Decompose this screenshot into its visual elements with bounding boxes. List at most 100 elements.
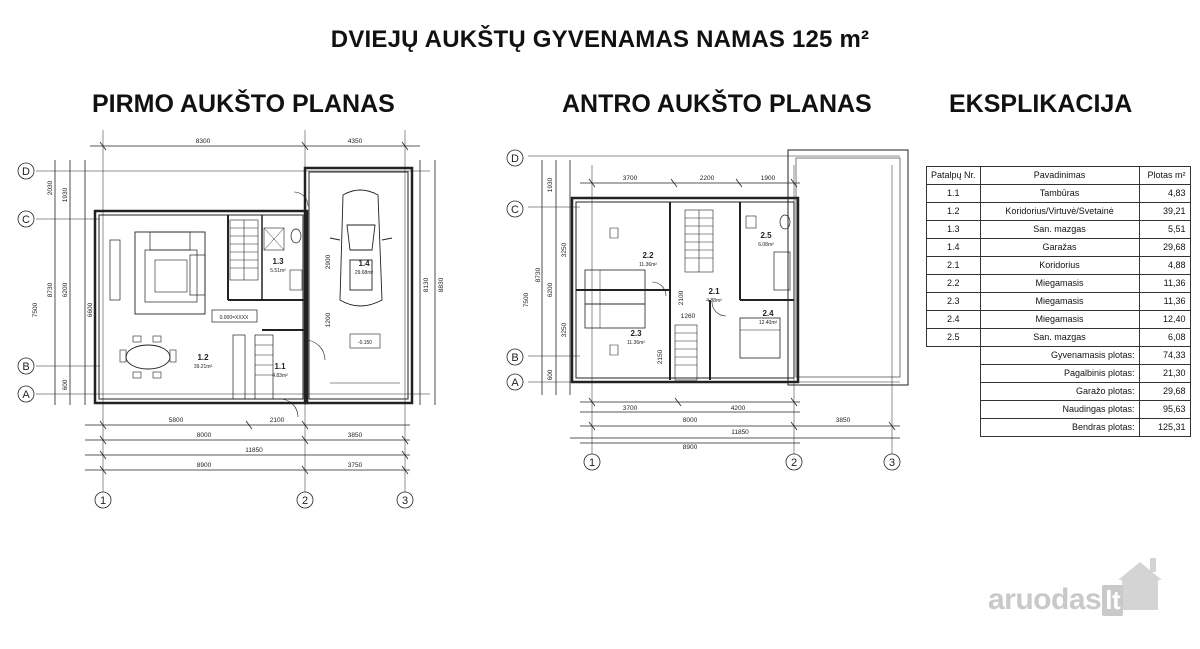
total-row: Naudingas plotas:95,63 xyxy=(927,400,1191,419)
room-name-cell: San. mazgas xyxy=(979,220,1140,239)
header-cell: Patalpų Nr. xyxy=(926,166,981,185)
dim-label: 7500 xyxy=(32,302,39,317)
room-area-cell: 39,21 xyxy=(1138,202,1191,221)
axis-label-c: C xyxy=(511,204,519,216)
axis-label-a: A xyxy=(511,377,519,389)
total-label-cell: Garažo plotas: xyxy=(979,382,1140,401)
blank-cell xyxy=(927,401,981,419)
room-number-cell: 1.2 xyxy=(926,202,981,221)
axis-label-3: 3 xyxy=(889,457,895,469)
dim-label: 8830 xyxy=(438,277,445,292)
house-logo-icon xyxy=(1118,558,1162,610)
room-number-cell: 1.4 xyxy=(926,238,981,257)
total-label-cell: Pagalbinis plotas: xyxy=(979,364,1140,383)
dim-label: 3750 xyxy=(348,462,363,469)
room-number-cell: 2.5 xyxy=(926,328,981,347)
axis-label-b: B xyxy=(511,352,518,364)
dim-label: 2100 xyxy=(270,417,285,424)
room-name-cell: Miegamasis xyxy=(979,274,1140,293)
total-row: Pagalbinis plotas:21,30 xyxy=(927,364,1191,383)
axis-label-a: A xyxy=(22,389,30,401)
dim-label: 8130 xyxy=(423,277,430,292)
total-label-cell: Bendras plotas: xyxy=(979,418,1140,437)
room-number: 2.1 xyxy=(708,287,720,296)
axis-label-3: 3 xyxy=(402,495,408,507)
room-area: 11.36m² xyxy=(627,340,645,346)
blank-cell xyxy=(927,347,981,365)
dim-label: 4200 xyxy=(731,405,746,412)
room-number: 2.4 xyxy=(762,309,774,318)
total-value-cell: 21,30 xyxy=(1138,364,1191,383)
room-number: 2.3 xyxy=(630,329,642,338)
dim-label: 4350 xyxy=(348,138,363,145)
dim-label: 1930 xyxy=(547,177,554,192)
dim-label: 8730 xyxy=(535,267,542,282)
room-name-cell: Miegamasis xyxy=(979,310,1140,329)
room-number: 1.2 xyxy=(197,353,209,362)
dim-label: 600 xyxy=(547,369,554,380)
total-value-cell: 74,33 xyxy=(1138,346,1191,365)
dim-label: 8730 xyxy=(47,282,54,297)
room-number-cell: 2.4 xyxy=(926,310,981,329)
room-name-cell: Tambūras xyxy=(979,184,1140,203)
axis-markers xyxy=(17,149,901,509)
first-floor-plan xyxy=(36,130,436,492)
axis-label-d: D xyxy=(511,153,519,165)
room-area: 11.36m² xyxy=(639,262,657,268)
room-number-cell: 2.1 xyxy=(926,256,981,275)
blank-cell xyxy=(927,383,981,401)
total-value-cell: 125,31 xyxy=(1138,418,1191,437)
dim-label: 2100 xyxy=(678,290,685,305)
room-area: 39.21m² xyxy=(194,364,213,370)
room-number-cell: 1.1 xyxy=(926,184,981,203)
room-area: 4.83m² xyxy=(272,373,288,379)
dim-label: 3850 xyxy=(836,417,851,424)
axis-label-2: 2 xyxy=(791,457,797,469)
dim-label: 3700 xyxy=(623,175,638,182)
dim-label: 3700 xyxy=(623,405,638,412)
total-row: Garažo plotas:29,68 xyxy=(927,382,1191,401)
dim-label: 3250 xyxy=(561,322,568,337)
room-area-cell: 11,36 xyxy=(1138,292,1191,311)
explication-title: EKSPLIKACIJA xyxy=(949,90,1133,118)
dim-label: 8000 xyxy=(197,432,212,439)
room-area-cell: 6,08 xyxy=(1138,328,1191,347)
total-value-cell: 29,68 xyxy=(1138,382,1191,401)
total-label-cell: Naudingas plotas: xyxy=(979,400,1140,419)
dim-label: 2030 xyxy=(47,180,54,195)
dim-label: 8000 xyxy=(683,417,698,424)
dim-label: 11850 xyxy=(731,429,749,436)
dim-label: 3250 xyxy=(561,242,568,257)
total-label-cell: Gyvenamasis plotas: xyxy=(979,346,1140,365)
dim-label: 3850 xyxy=(348,432,363,439)
room-name-cell: Koridorius xyxy=(979,256,1140,275)
room-number: 2.2 xyxy=(642,251,654,260)
room-name-cell: San. mazgas xyxy=(979,328,1140,347)
room-number-cell: 2.2 xyxy=(926,274,981,293)
second-floor-plan xyxy=(528,149,909,455)
level-mark: -0.150 xyxy=(358,340,372,346)
room-area: 4.88m² xyxy=(706,298,722,304)
axis-label-1: 1 xyxy=(589,457,595,469)
room-area-cell: 4,88 xyxy=(1138,256,1191,275)
dim-label: 1930 xyxy=(62,187,69,202)
axis-label-d: D xyxy=(22,166,30,178)
watermark-text: aruodas xyxy=(988,583,1102,616)
dim-label: 7500 xyxy=(523,292,530,307)
room-number: 1.1 xyxy=(274,362,286,371)
axis-label-c: C xyxy=(22,214,30,226)
room-area-cell: 29,68 xyxy=(1138,238,1191,257)
dim-label: 6200 xyxy=(547,282,554,297)
level-mark: 0.000=XXXX xyxy=(220,315,249,321)
room-name-cell: Garažas xyxy=(979,238,1140,257)
room-area-cell: 5,51 xyxy=(1138,220,1191,239)
